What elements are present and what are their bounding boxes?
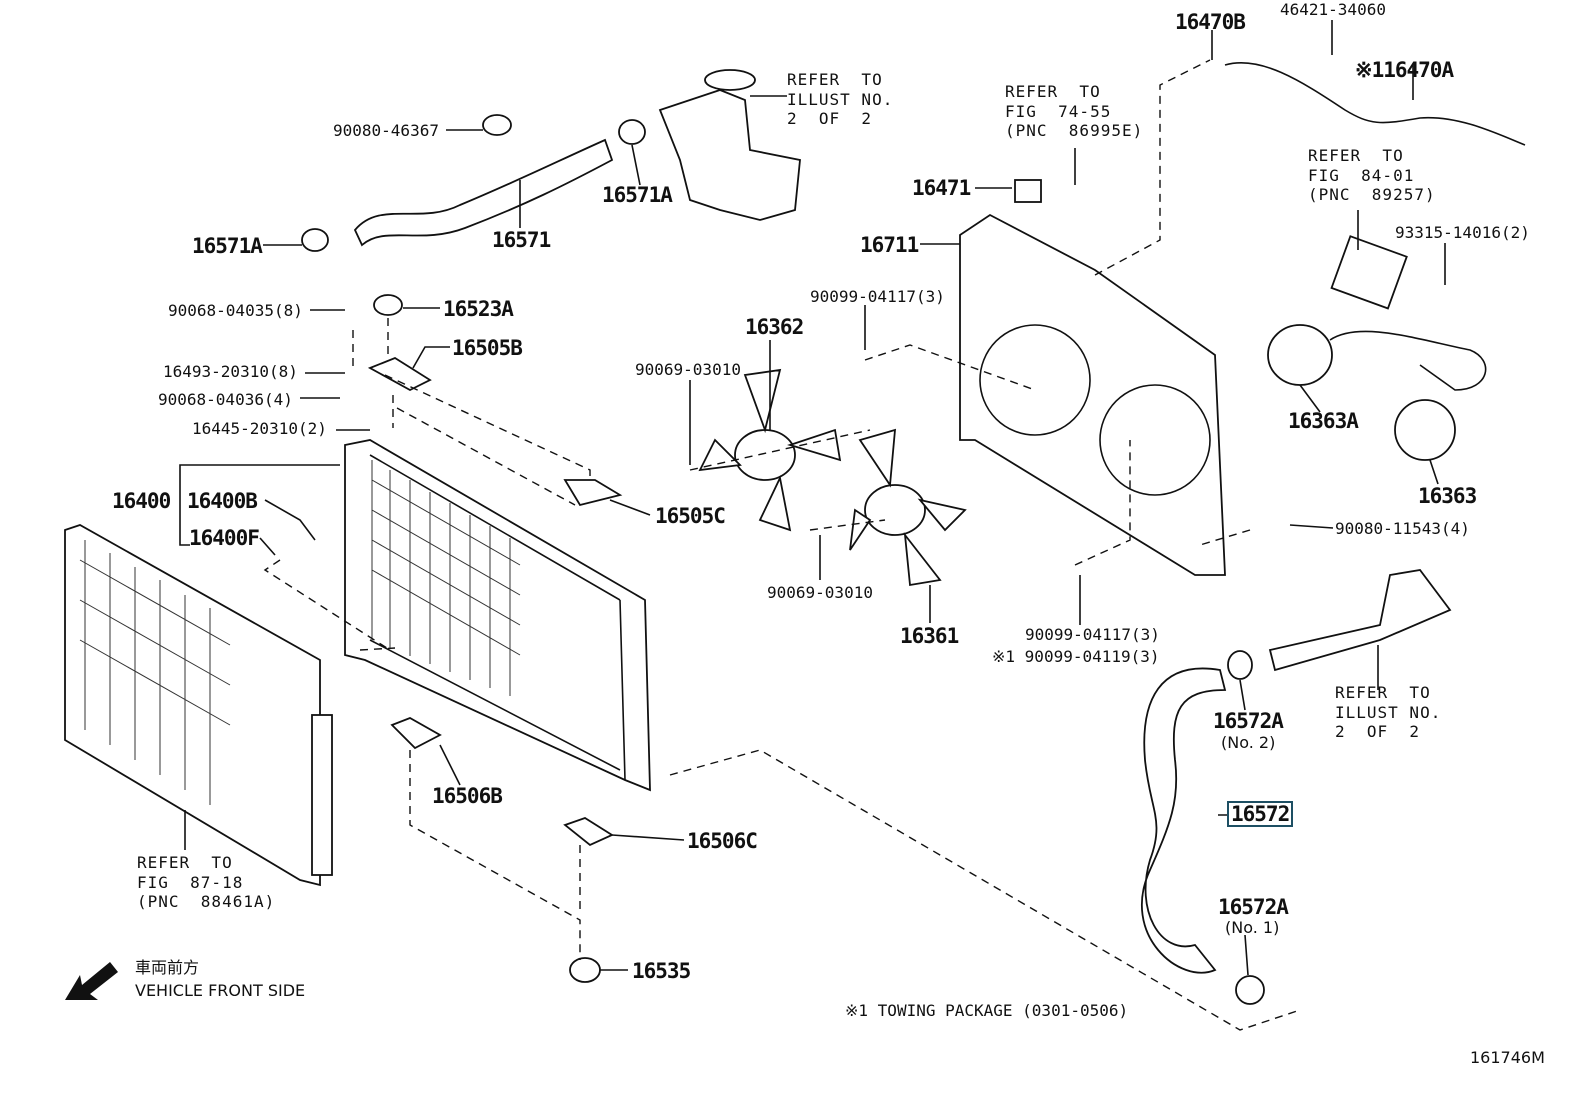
bracket-16506C	[563, 817, 614, 847]
label-16572-highlighted[interactable]: 16572	[1227, 801, 1294, 827]
cushion-16523A	[373, 294, 403, 316]
upper-hose	[353, 138, 614, 247]
fan-shroud	[959, 213, 1226, 576]
label-90099-04119: ※1 90099-04119(3)	[992, 647, 1160, 666]
overflow-hose	[1224, 61, 1526, 146]
bracket-16506B	[390, 717, 442, 750]
label-16506B: 16506B	[432, 784, 503, 808]
radiator-core	[371, 460, 521, 696]
cushion-16535	[569, 957, 601, 983]
lower-hose	[1141, 667, 1227, 974]
reference-fig-84-01: REFER TO FIG 84-01 (PNC 89257)	[1308, 146, 1436, 204]
label-16470A: ※116470A	[1355, 58, 1454, 82]
label-16571: 16571	[492, 228, 551, 252]
label-16471: 16471	[912, 176, 971, 200]
radiator	[344, 439, 651, 792]
fan-opening	[979, 324, 1091, 436]
reservoir-cap	[1014, 179, 1042, 203]
motor-wire	[1329, 330, 1487, 391]
label-16572A-no1-sub: (No. 1)	[1225, 918, 1280, 937]
fan-motor-16363A	[1267, 324, 1333, 386]
label-16493-20310: 16493-20310(8)	[163, 362, 298, 381]
label-16363: 16363	[1418, 484, 1477, 508]
label-90080-11543: 90080-11543(4)	[1335, 519, 1470, 538]
towing-package-note: ※1 TOWING PACKAGE (0301-0506)	[845, 1001, 1129, 1020]
label-90099-04117-a: 90099-04117(3)	[810, 287, 945, 306]
label-16362: 16362	[745, 315, 804, 339]
label-16505C: 16505C	[655, 504, 726, 528]
label-16361: 16361	[900, 624, 959, 648]
label-16523A: 16523A	[443, 297, 514, 321]
label-90069-03010-a: 90069-03010	[635, 360, 741, 379]
label-16711: 16711	[860, 233, 919, 257]
clamp	[482, 114, 512, 136]
label-90099-04117-b: 90099-04117(3)	[1025, 625, 1160, 644]
label-16445-20310: 16445-20310(2)	[192, 419, 327, 438]
water-outlet-pipe	[1268, 569, 1452, 672]
label-16535: 16535	[632, 959, 691, 983]
label-90068-04035: 90068-04035(8)	[168, 301, 303, 320]
fan-control-module	[1330, 235, 1408, 310]
fan-opening	[1099, 384, 1211, 496]
radiator-cap	[704, 69, 756, 91]
label-16505B: 16505B	[452, 336, 523, 360]
clamp	[618, 119, 646, 145]
label-16572A-no1: 16572A	[1218, 895, 1289, 919]
clamp	[1227, 650, 1253, 680]
front-arrow-icon	[65, 962, 118, 1000]
label-90069-03010-b: 90069-03010	[767, 583, 873, 602]
bracket-16505C	[563, 479, 623, 507]
label-16571A-top: 16571A	[602, 183, 673, 207]
label-16363A: 16363A	[1288, 409, 1359, 433]
label-90080-46367: 90080-46367	[333, 121, 439, 140]
label-16572A-no2: 16572A	[1213, 709, 1284, 733]
label-16400: 16400	[112, 489, 171, 513]
label-93315-14016: 93315-14016(2)	[1395, 223, 1530, 242]
leader-lines	[179, 20, 1446, 976]
label-16571A-left: 16571A	[192, 234, 263, 258]
illustration-number: 161746M	[1470, 1048, 1545, 1067]
condenser-core	[79, 540, 231, 805]
radiator-edges	[369, 454, 626, 781]
fan-motor-16363	[1394, 399, 1456, 461]
condenser	[64, 524, 321, 887]
reference-fig-74-55: REFER TO FIG 74-55 (PNC 86995E)	[1005, 82, 1144, 140]
vehicle-front-jp: 車両前方	[135, 958, 200, 977]
receiver-tank	[311, 714, 333, 876]
label-16400F: 16400F	[189, 526, 260, 550]
label-16470B: 16470B	[1175, 10, 1246, 34]
label-16572A-no2-sub: (No. 2)	[1221, 733, 1276, 752]
bracket-16505B	[367, 356, 432, 392]
reference-illust-top: REFER TO ILLUST NO. 2 OF 2	[787, 70, 894, 128]
vehicle-front-en: VEHICLE FRONT SIDE	[135, 981, 306, 1000]
reference-fig-87-18: REFER TO FIG 87-18 (PNC 88461A)	[137, 853, 276, 911]
clamp	[1235, 975, 1265, 1005]
assembly-lines	[263, 59, 1301, 1031]
reference-illust-bottom: REFER TO ILLUST NO. 2 OF 2	[1335, 683, 1442, 741]
label-46421-34060: 46421-34060	[1280, 0, 1386, 19]
filler-neck	[658, 89, 801, 221]
label-90068-04036: 90068-04036(4)	[158, 390, 293, 409]
clamp	[301, 228, 329, 252]
label-16506C: 16506C	[687, 829, 758, 853]
label-16400B: 16400B	[187, 489, 258, 513]
fan-16361	[849, 428, 967, 587]
